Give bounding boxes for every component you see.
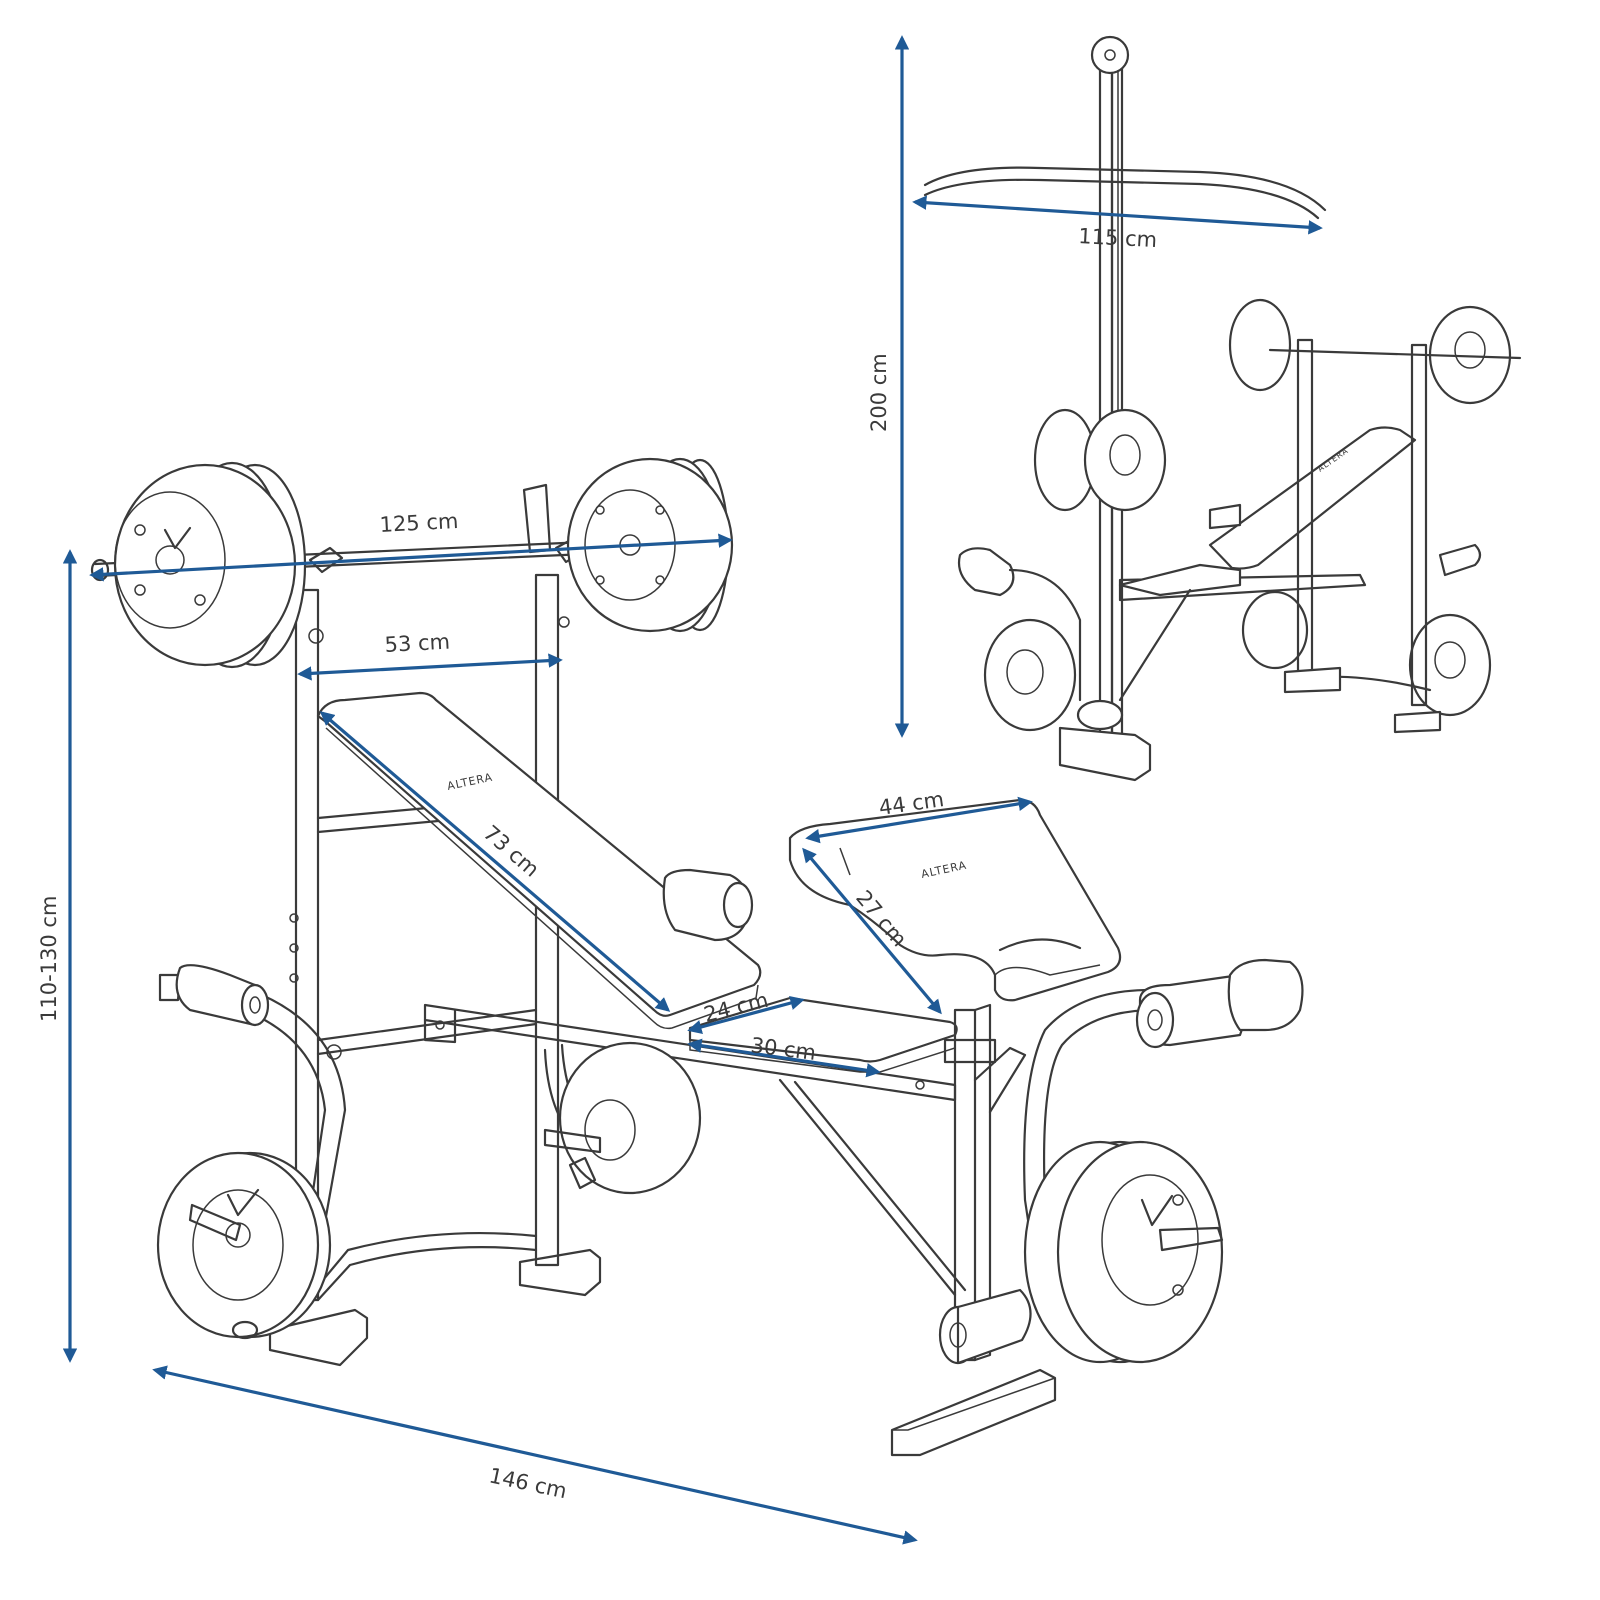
dim-arrow-30 <box>687 1038 881 1078</box>
dim-arrow-27 <box>802 847 942 1015</box>
leg-developer-right <box>1023 958 1304 1364</box>
dim-arrow-24 <box>687 996 805 1034</box>
barbell <box>90 457 734 669</box>
dim-arrow-53 <box>297 653 563 681</box>
preacher-curl-pad: ALTERA <box>788 798 1122 1002</box>
label-bar-width: 125 cm <box>379 509 459 537</box>
dim-arrow-44 <box>805 796 1033 844</box>
dim-arrow-115 <box>912 195 1323 235</box>
label-height-range: 110-130 cm <box>37 896 61 1022</box>
inset-bench-body: ALTERA <box>957 338 1482 734</box>
dim-arrow-125 <box>89 533 733 582</box>
dim-arrow-146 <box>152 1365 918 1545</box>
dim-arrow-73 <box>319 711 671 1012</box>
rear-support <box>890 1003 1057 1457</box>
label-total-length: 146 cm <box>487 1463 569 1503</box>
rear-plate <box>543 868 754 1195</box>
inset-bench-with-lat-tower: ALTERA <box>923 35 1522 782</box>
label-lat-bar-width: 115 cm <box>1078 224 1158 252</box>
main-bench: ALTERA <box>90 457 1304 1457</box>
label-upright-spacing: 53 cm <box>384 630 451 657</box>
dimension-lines <box>62 35 1323 1545</box>
label-total-height: 200 cm <box>867 353 891 432</box>
leg-developer-left <box>156 964 347 1340</box>
